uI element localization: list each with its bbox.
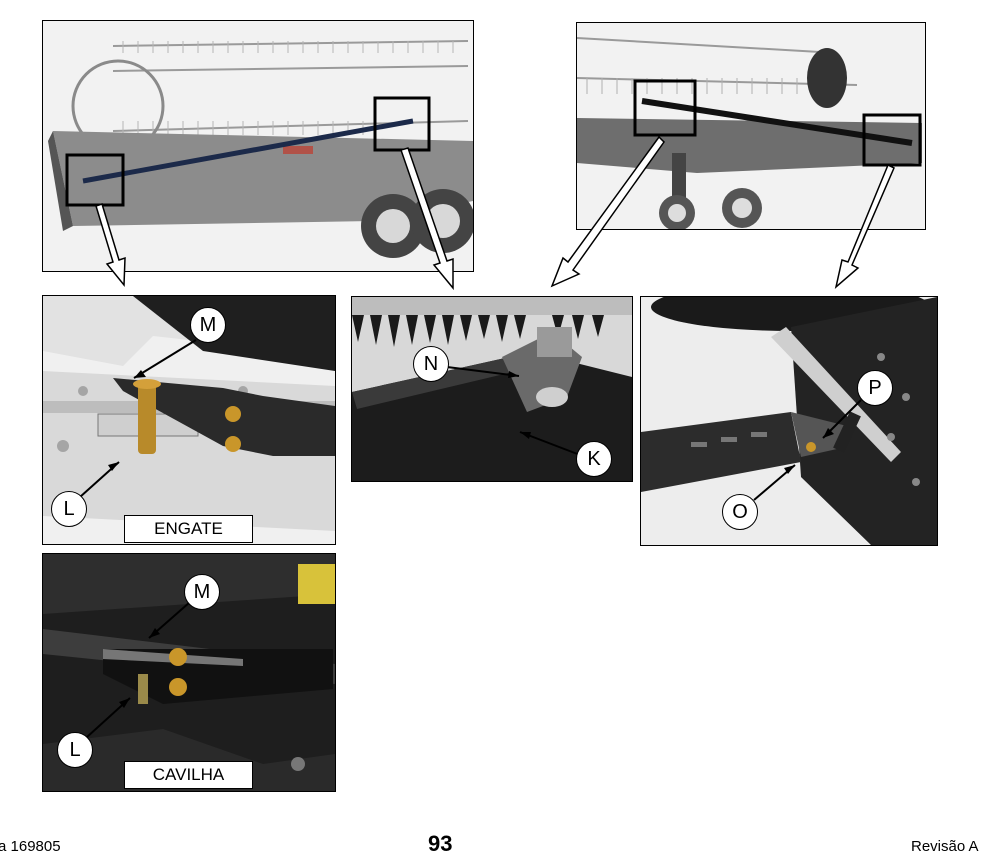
- callout-o: O: [722, 494, 758, 530]
- caption-engate: ENGATE: [124, 515, 253, 543]
- callout-n: N: [413, 346, 449, 382]
- callout-p: P: [857, 370, 893, 406]
- lock-pin-detail-photo: [640, 296, 938, 546]
- callout-k: K: [576, 441, 612, 477]
- overview-right-photo: [576, 22, 926, 230]
- footer-doc-number: a 169805: [0, 838, 61, 855]
- callout-m-engate: M: [190, 307, 226, 343]
- callout-l-cavilha: L: [57, 732, 93, 768]
- callout-l-engate: L: [51, 491, 87, 527]
- callout-m-cavilha: M: [184, 574, 220, 610]
- footer-revision: Revisão A: [911, 838, 979, 855]
- engate-detail-photo: [42, 295, 336, 545]
- footer-page-number: 93: [428, 831, 453, 856]
- caption-cavilha: CAVILHA: [124, 761, 253, 789]
- overview-left-photo: [42, 20, 474, 272]
